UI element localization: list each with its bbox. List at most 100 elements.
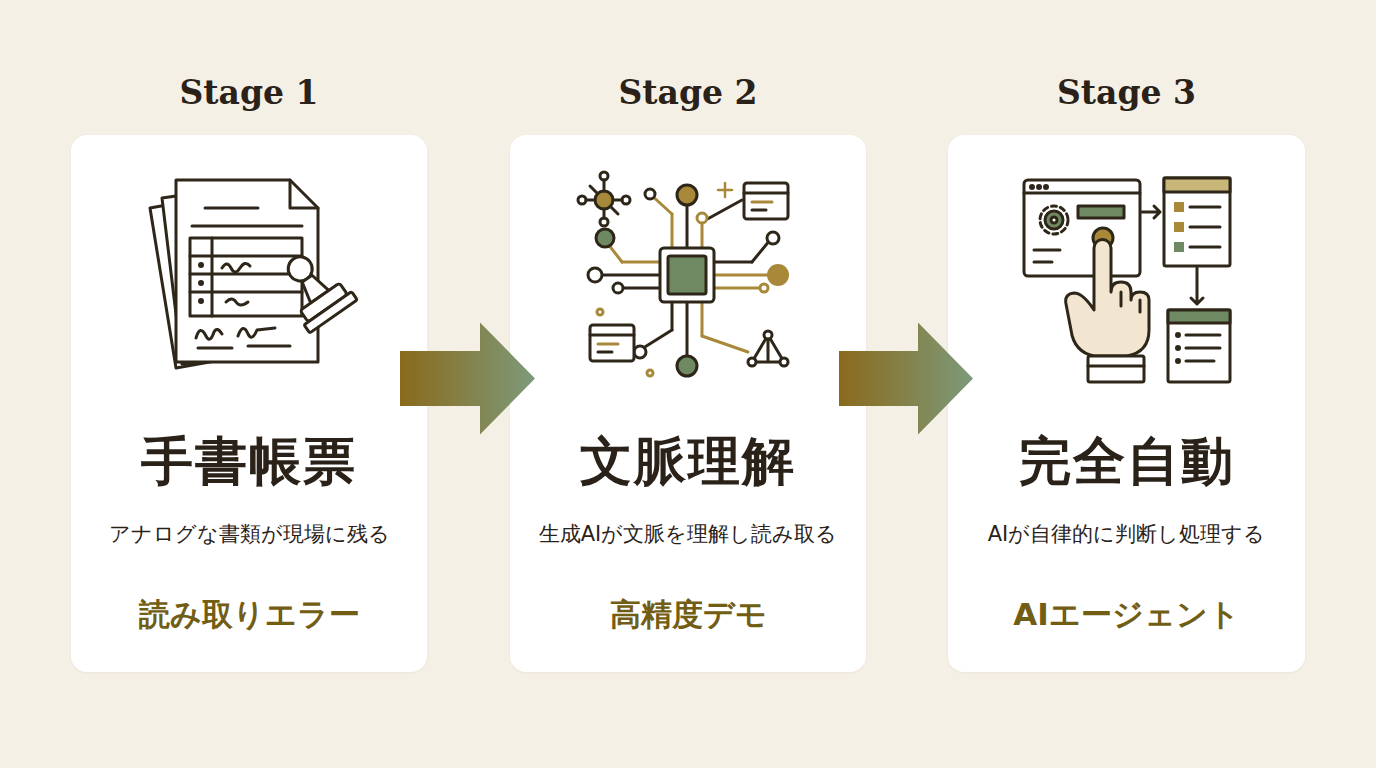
icon-stroke bbox=[650, 194, 672, 214]
icon-stroke bbox=[190, 255, 302, 258]
icon-stroke bbox=[748, 358, 756, 366]
icon-stroke bbox=[304, 292, 357, 333]
icon-stroke bbox=[752, 240, 770, 262]
icon-stroke bbox=[622, 196, 630, 204]
icon-stroke bbox=[714, 274, 772, 277]
icon-stroke bbox=[162, 182, 296, 364]
icon-stroke bbox=[1177, 334, 1180, 337]
icon-stroke bbox=[205, 207, 258, 210]
icon-stroke bbox=[176, 180, 318, 362]
icon-stroke bbox=[686, 205, 689, 248]
icon-stroke bbox=[586, 199, 595, 202]
icon-stroke bbox=[634, 346, 646, 358]
icon-stroke bbox=[200, 282, 203, 285]
stage-card: Stage 1手書帳票アナログな書類が現場に残る読み取りエラー bbox=[71, 135, 427, 672]
icon-stroke bbox=[677, 356, 697, 376]
icon-stroke bbox=[300, 283, 347, 322]
icon-stroke bbox=[1139, 300, 1142, 312]
icon-stroke bbox=[702, 336, 748, 352]
icon-stroke bbox=[1045, 211, 1063, 229]
icon-stroke bbox=[1024, 192, 1140, 195]
stage-heading: Stage 1 bbox=[51, 73, 447, 112]
icon-stroke bbox=[270, 242, 358, 333]
icon-stroke bbox=[1174, 202, 1184, 212]
icon-stroke bbox=[660, 248, 714, 302]
icon-stroke bbox=[595, 191, 613, 209]
icon-stroke bbox=[640, 330, 672, 350]
icon-stroke bbox=[596, 229, 614, 247]
icon-stroke bbox=[190, 291, 302, 294]
icon-stroke bbox=[248, 345, 290, 348]
icon-stroke bbox=[600, 172, 608, 180]
icon-stroke bbox=[226, 299, 248, 305]
icon-stroke bbox=[1190, 206, 1220, 209]
icon-stroke bbox=[603, 209, 606, 218]
icon-stroke bbox=[671, 302, 674, 330]
icon-stroke bbox=[150, 188, 288, 368]
icon-stroke bbox=[298, 272, 329, 303]
stage-description: 生成AIが文脈を理解し読み取る bbox=[510, 520, 866, 548]
icon-stroke bbox=[1078, 206, 1124, 218]
icon-stroke bbox=[752, 335, 784, 362]
stage-description: アナログな書類が現場に残る bbox=[71, 520, 427, 548]
stage-title: 手書帳票 bbox=[71, 427, 427, 497]
icon-stroke bbox=[1093, 228, 1113, 248]
icon-stroke bbox=[600, 274, 660, 277]
icon-stroke bbox=[200, 300, 203, 303]
icon-stroke bbox=[290, 180, 318, 208]
icon-stroke bbox=[767, 232, 779, 244]
icon-stroke bbox=[611, 207, 618, 214]
stage-card: Stage 2文脈理解生成AIが文脈を理解し読み取る高精度デモ bbox=[510, 135, 866, 672]
stage-heading: Stage 2 bbox=[490, 73, 886, 112]
icon-stroke bbox=[1186, 347, 1220, 350]
icon-stroke bbox=[668, 256, 706, 294]
stage-description: AIが自律的に判断し処理する bbox=[948, 520, 1305, 548]
stage-title: 文脈理解 bbox=[510, 427, 866, 497]
icon-stroke bbox=[190, 238, 302, 316]
icon-stroke bbox=[1168, 310, 1230, 323]
icon-stroke bbox=[613, 283, 623, 293]
paper-form-icon bbox=[150, 180, 357, 368]
icon-stroke bbox=[588, 268, 602, 282]
icon-stroke bbox=[1190, 226, 1220, 229]
icon-stroke bbox=[283, 252, 316, 285]
flow-arrow bbox=[839, 323, 973, 435]
icon-stroke bbox=[200, 264, 203, 267]
icon-stroke bbox=[1191, 268, 1203, 304]
stage-heading: Stage 3 bbox=[928, 73, 1325, 112]
ai-agent-icon bbox=[1024, 178, 1230, 382]
icon-stroke bbox=[645, 189, 655, 199]
icon-stroke bbox=[701, 302, 704, 336]
icon-stroke bbox=[238, 328, 275, 337]
icon-stroke bbox=[1120, 292, 1123, 306]
icon-stroke bbox=[1164, 178, 1230, 192]
icon-stroke bbox=[647, 370, 653, 376]
icon-stroke bbox=[764, 331, 772, 339]
icon-stroke bbox=[198, 347, 232, 350]
icon-stroke bbox=[752, 201, 772, 204]
icon-stroke bbox=[211, 238, 214, 316]
icon-stroke bbox=[697, 213, 707, 223]
icon-stroke bbox=[1164, 178, 1230, 266]
icon-stroke bbox=[590, 334, 634, 337]
icon-stroke bbox=[590, 325, 634, 361]
icon-stroke bbox=[718, 183, 732, 197]
icon-stroke bbox=[1045, 186, 1048, 189]
icon-stroke bbox=[597, 309, 603, 315]
icon-stroke bbox=[1186, 334, 1220, 337]
icon-stroke bbox=[622, 261, 660, 264]
icon-stroke bbox=[590, 186, 597, 193]
icon-stroke bbox=[613, 199, 622, 202]
icon-stroke bbox=[780, 358, 788, 366]
stage-tag: 高精度デモ bbox=[510, 594, 866, 636]
icon-stroke bbox=[190, 273, 302, 276]
flow-arrow bbox=[400, 323, 535, 435]
icon-stroke bbox=[1051, 217, 1057, 223]
icon-stroke bbox=[196, 329, 222, 339]
icon-stroke bbox=[677, 185, 697, 205]
icon-stroke bbox=[702, 200, 742, 222]
icon-stroke bbox=[603, 180, 606, 191]
